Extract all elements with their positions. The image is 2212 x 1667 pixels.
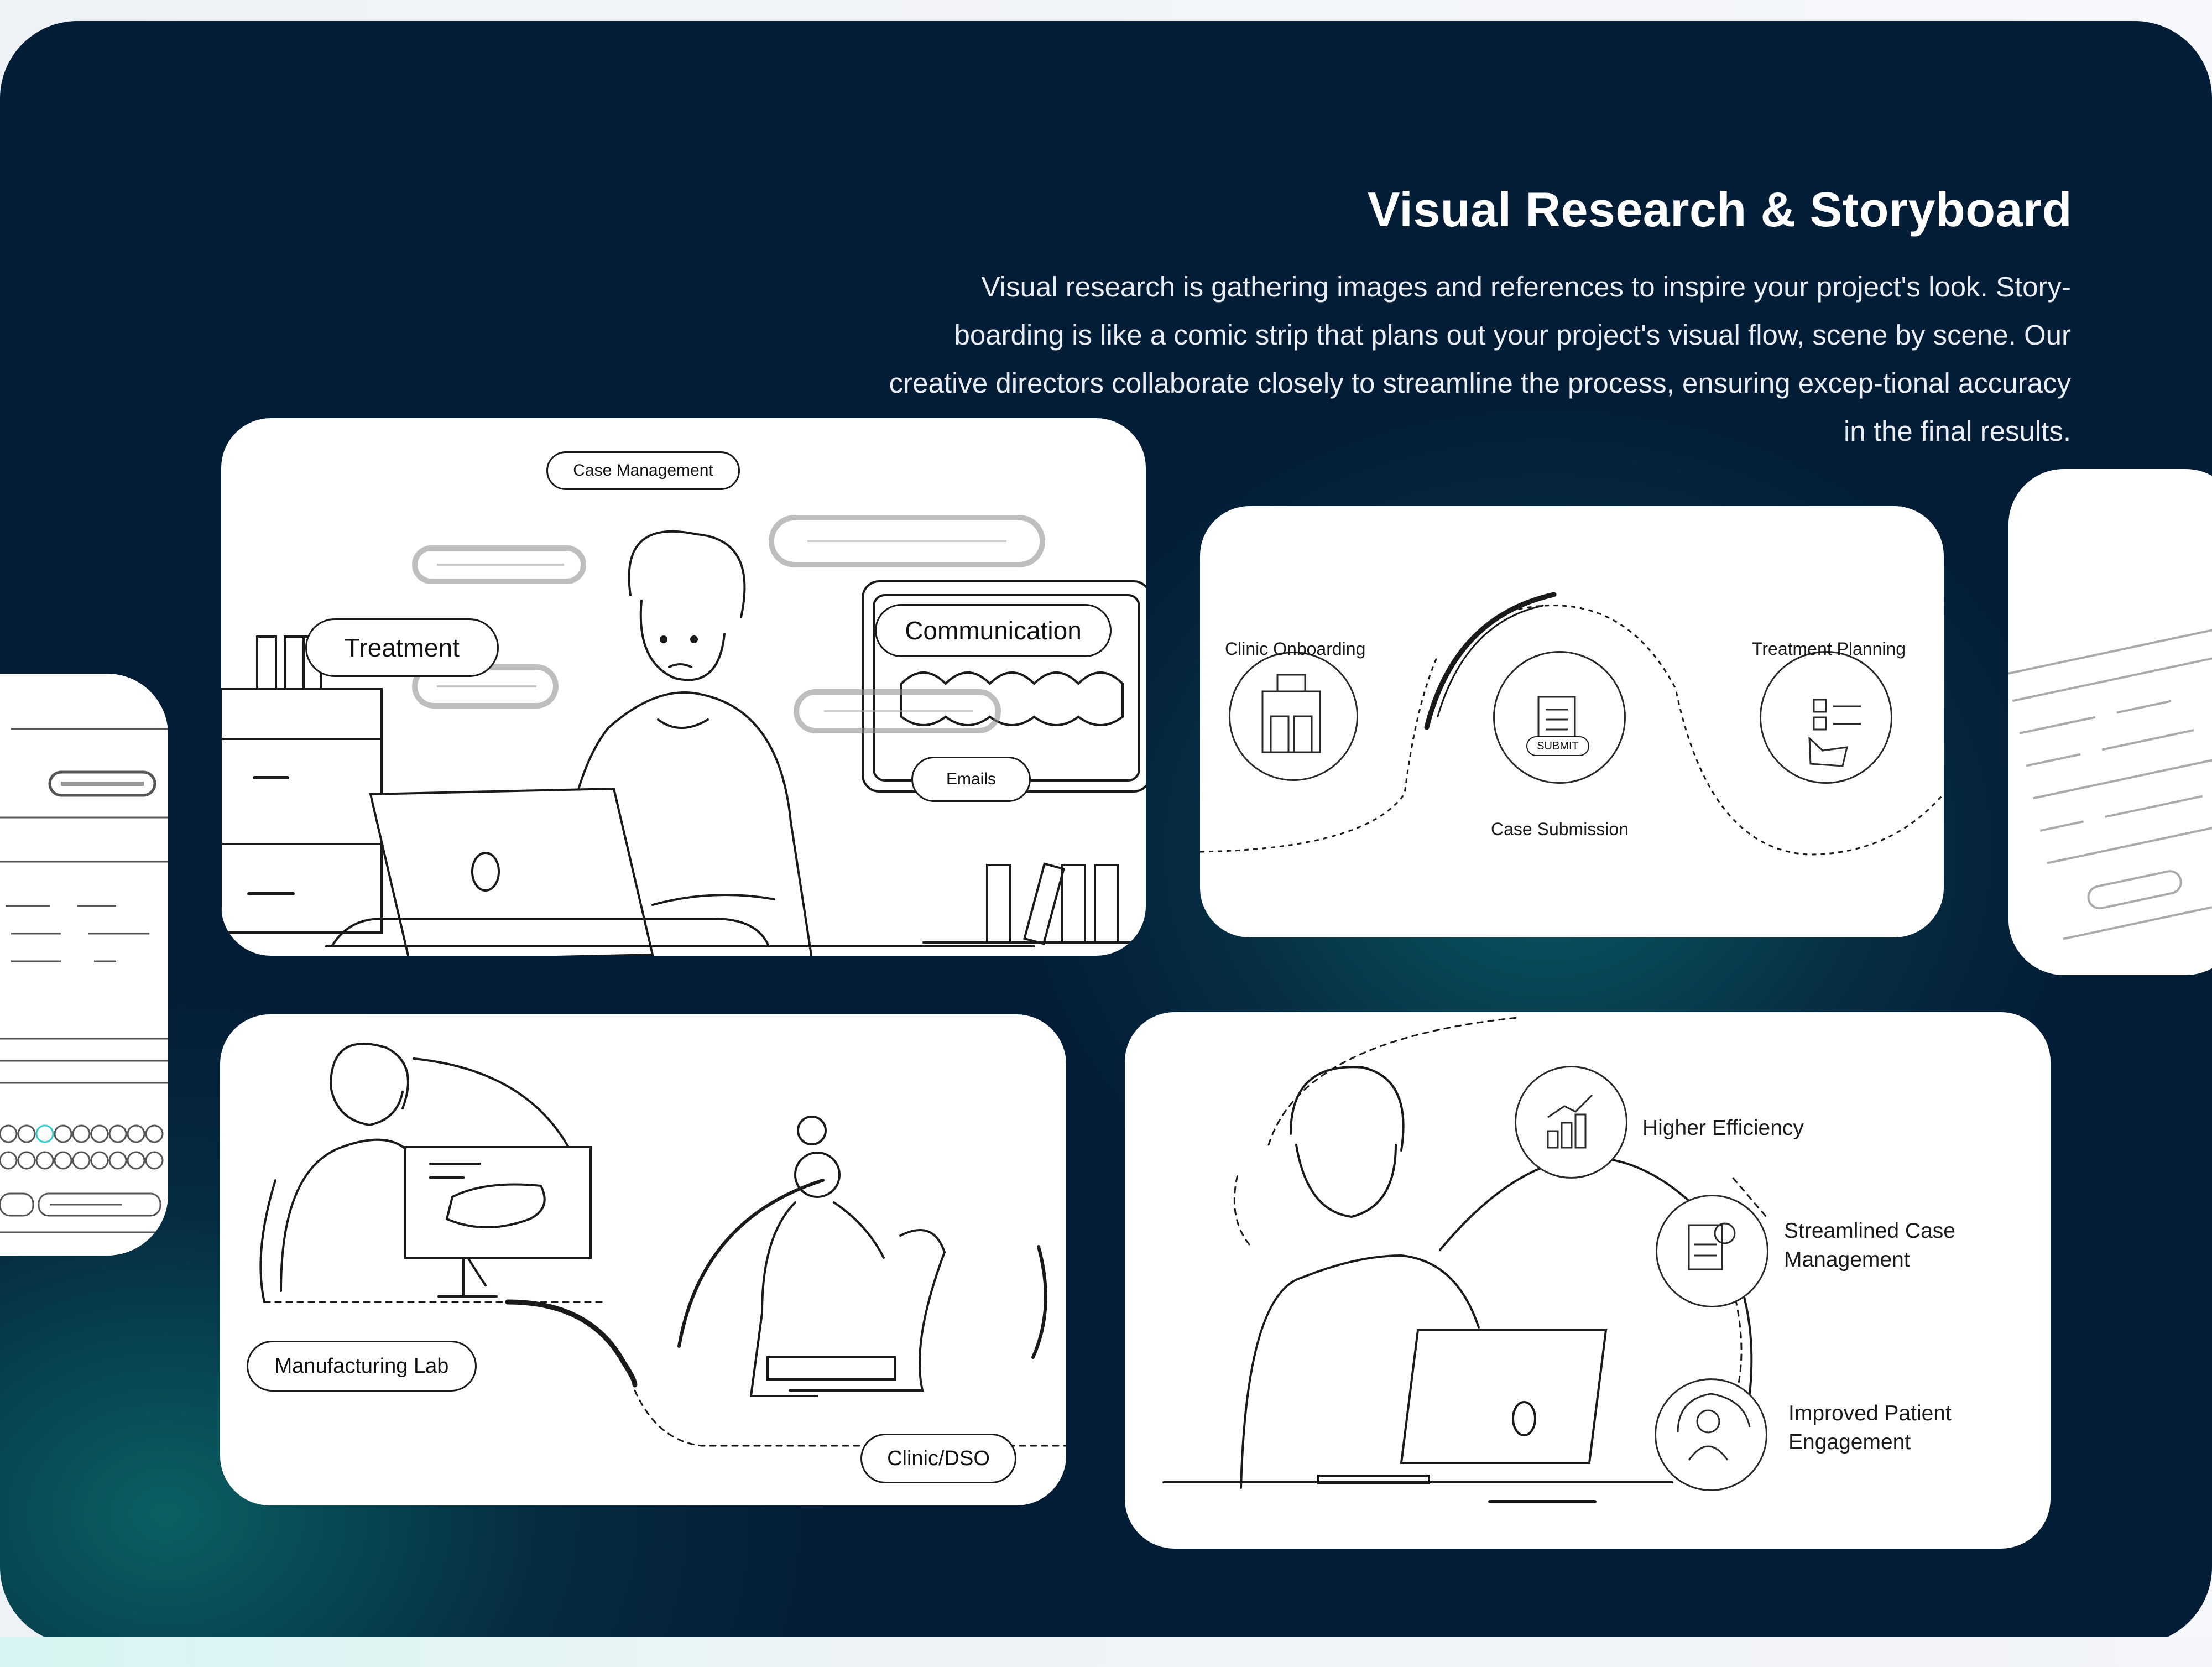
ui-wireframe-sketch [2008, 627, 2212, 940]
benefit-icons-overlay [1547, 1094, 1751, 1461]
case-management-tag: Case Management [546, 451, 740, 490]
intro-paragraph: Visual research is gathering images and … [889, 271, 2071, 447]
storyboard-panel: Visual Research & Storyboard Visual rese… [0, 21, 2212, 1644]
streamlined-case-label-line1: Streamlined Case [1784, 1219, 1955, 1243]
storyboard-card-lab: Manufacturing Lab Clinic/DSO [220, 1014, 1066, 1505]
treatment-tag: Treatment [305, 618, 499, 677]
person-laptop-sketch [221, 515, 1146, 956]
page-title: Visual Research & Storyboard [1367, 182, 2072, 237]
submit-document-icon [1493, 651, 1626, 784]
document-search-icon [1656, 1195, 1768, 1307]
patient-engagement-label-line1: Improved Patient [1788, 1402, 1952, 1425]
partial-sketch-card-right [2008, 469, 2212, 975]
clinic-onboarding-label: Clinic Onboarding [1225, 639, 1366, 659]
ui-wireframe-sketch [0, 728, 168, 1233]
patient-engagement-icon [1655, 1378, 1767, 1491]
patient-engagement-label-line2: Engagement [1788, 1430, 1911, 1454]
submit-badge: SUBMIT [1526, 736, 1589, 756]
storyboard-card-benefits: Higher Efficiency Streamlined Case Manag… [1125, 1012, 2051, 1549]
treatment-planning-label: Treatment Planning [1752, 639, 1906, 659]
streamlined-case-label-line2: Management [1784, 1248, 1910, 1272]
emails-tag: Emails [911, 757, 1031, 802]
flow-icons-overlay [1261, 674, 1861, 767]
lab-clinic-sketch [259, 1043, 1066, 1447]
clinic-dso-tag: Clinic/DSO [860, 1434, 1016, 1483]
storyboard-card-office: Case Management Treatment Communication … [221, 418, 1146, 956]
storyboard-card-flow: SUBMIT Clinic Onboarding Treatment Plann… [1200, 506, 1944, 937]
case-submission-label: Case Submission [1491, 819, 1629, 839]
partial-sketch-card-left [0, 674, 168, 1256]
benefits-sketch [1162, 1017, 1767, 1503]
manufacturing-lab-tag: Manufacturing Lab [247, 1341, 477, 1392]
communication-tag: Communication [875, 604, 1112, 657]
bottom-gradient-strip [0, 1637, 2212, 1667]
higher-efficiency-label: Higher Efficiency [1642, 1116, 1804, 1140]
